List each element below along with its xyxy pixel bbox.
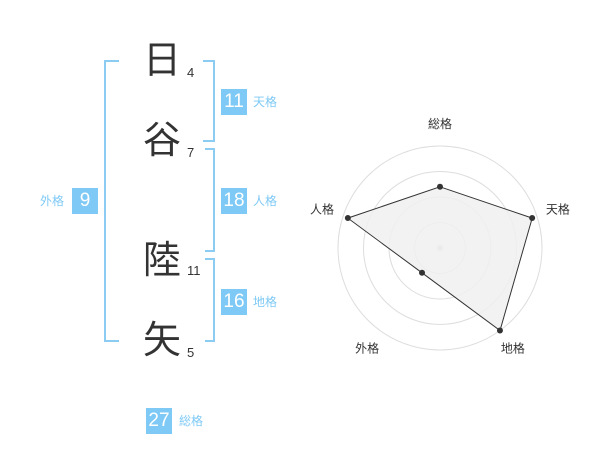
chikaku-label: 地格 (253, 295, 278, 309)
soukaku-value: 27 (146, 408, 172, 434)
radar-axis-label-1: 総格 (428, 116, 452, 131)
name-char-3: 陸 (142, 238, 181, 282)
tenkaku-bracket (203, 60, 215, 142)
stroke-count-2: 7 (187, 145, 195, 160)
stroke-count-3: 11 (187, 263, 201, 278)
radar-point-1 (437, 183, 443, 190)
radar-point-3 (496, 327, 503, 334)
radar-grid-ring (337, 145, 543, 351)
stroke-count-1: 4 (187, 65, 195, 80)
name-char-1: 日 (142, 38, 181, 82)
tenkaku-label: 天格 (253, 95, 278, 109)
name-char-4: 矢 (142, 318, 181, 362)
radar-axis-label-2: 天格 (546, 202, 570, 217)
chikaku-bracket (205, 258, 215, 342)
jinkaku-value: 18 (221, 188, 247, 214)
soukaku-label: 総格 (179, 414, 204, 428)
gaikaku-label: 外格 (40, 194, 65, 208)
stroke-count-4: 5 (187, 345, 195, 360)
radar-point-5 (344, 215, 351, 222)
radar-series-polygon (346, 186, 533, 332)
radar-axis-label-3: 地格 (501, 340, 525, 355)
name-char-2: 谷 (142, 118, 181, 162)
chikaku-value: 16 (221, 289, 247, 315)
gaikaku-value: 9 (72, 188, 98, 214)
jinkaku-bracket (205, 148, 215, 252)
radar-point-2 (529, 215, 536, 222)
tenkaku-value: 11 (221, 89, 247, 115)
jinkaku-label: 人格 (253, 194, 278, 208)
radar-point-4 (419, 269, 426, 276)
radar-axis-label-5: 人格 (310, 202, 334, 217)
gaikaku-bracket (104, 60, 119, 342)
radar-axis-label-4: 外格 (355, 340, 379, 355)
